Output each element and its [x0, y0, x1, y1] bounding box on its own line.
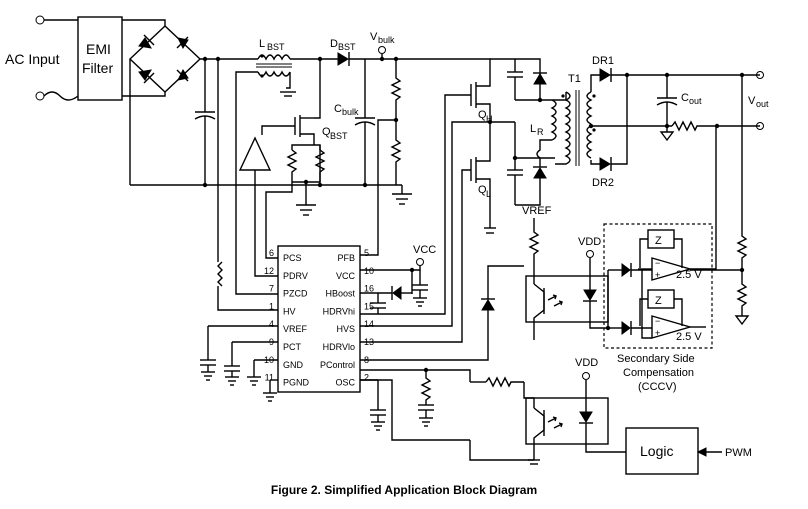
- svg-text:+: +: [655, 270, 660, 280]
- ic-pin-name-right: VCC: [336, 271, 356, 281]
- emi-label: EMI: [86, 41, 111, 57]
- ic-pin-number-right: 5: [364, 248, 369, 258]
- ic-pin-number-left: 4: [269, 319, 274, 329]
- vout-minus-terminal: [756, 122, 764, 130]
- ic-pin-name-left: GND: [283, 360, 304, 370]
- ic-pin-number-right: 16: [364, 284, 374, 294]
- ac-input-terminals: [35, 15, 79, 101]
- secondary-line-1: Secondary Side: [617, 353, 695, 365]
- ic-pin-number-left: 12: [264, 266, 274, 276]
- qbst-sub: BST: [330, 131, 348, 141]
- bridge-rectifier: [128, 25, 202, 93]
- lbst-label: L: [259, 38, 265, 50]
- dr2-label: DR2: [592, 177, 614, 189]
- vout-plus-terminal: [756, 71, 764, 79]
- vcc-label: VCC: [413, 244, 436, 256]
- ic-pin-name-right: HDRVhi: [323, 306, 355, 316]
- ic-pin-name-left: VREF: [283, 324, 308, 334]
- ql-sub: L: [486, 189, 491, 199]
- ic-pin-number-left: 11: [265, 373, 274, 383]
- ic-pin-number-right: 13: [364, 337, 374, 347]
- svg-text:−: −: [655, 258, 660, 268]
- ic-pin-number-right: 14: [364, 319, 374, 329]
- opamp-lower: [651, 315, 693, 339]
- svg-text:−: −: [655, 316, 660, 326]
- ic-pin-number-right: 2: [364, 373, 369, 383]
- lr-sub: R: [537, 127, 544, 137]
- vout-label: V: [748, 95, 756, 107]
- pwm-label: PWM: [725, 447, 752, 459]
- ic-pin-number-right: 10: [364, 266, 374, 276]
- secondary-compensation-box: [603, 223, 713, 349]
- controller-ic: [277, 245, 361, 393]
- ql-mosfet: [360, 155, 491, 343]
- cout-sub: out: [689, 96, 702, 106]
- cbulk-sub: bulk: [342, 107, 359, 117]
- t1-label: T1: [568, 73, 581, 85]
- vdd-top-label: VDD: [578, 236, 601, 248]
- emi-filter-box: [77, 16, 123, 101]
- filter-label: Filter: [82, 60, 113, 76]
- cbulk-label: C: [334, 103, 342, 115]
- vbulk-terminal: [378, 46, 386, 54]
- logic-block: [625, 427, 699, 475]
- ic-pin-name-left: PCT: [283, 342, 302, 352]
- transformer-t1: [552, 90, 596, 166]
- ic-pin-number-left: 1: [269, 301, 274, 311]
- vbulk-sub: bulk: [378, 35, 395, 45]
- logic-label: Logic: [640, 443, 673, 459]
- qbst-mosfet: [261, 115, 315, 145]
- ic-pin-name-left: PDRV: [283, 271, 308, 281]
- ref-upper-label: 2.5 V: [676, 269, 702, 281]
- ac-input-label: AC Input: [5, 51, 60, 67]
- cout-label: C: [681, 92, 689, 104]
- ic-pin-name-right: HDRVlo: [323, 342, 355, 352]
- ic-pin-name-right: OSC: [335, 378, 355, 388]
- lr-label: L: [530, 123, 536, 135]
- gate-driver-triangle: [238, 136, 272, 171]
- qh-label: Q: [478, 109, 487, 121]
- ic-pin-name-right: HBoost: [325, 289, 355, 299]
- ic-pin-name-left: HV: [283, 306, 296, 316]
- qh-sub: H: [486, 114, 493, 124]
- z-upper-label: Z: [655, 235, 662, 247]
- ic-pin-name-right: PControl: [320, 360, 355, 370]
- optocoupler-2: [525, 397, 609, 445]
- secondary-line-3: (CCCV): [638, 381, 677, 393]
- ic-pin-name-left: PCS: [283, 253, 302, 263]
- ic-pin-name-left: PGND: [283, 378, 310, 388]
- ic-pin-name-left: PZCD: [283, 289, 308, 299]
- figure-caption: Figure 2. Simplified Application Block D…: [270, 483, 538, 497]
- ic-pin-number-left: 6: [269, 248, 274, 258]
- vbulk-label: V: [370, 31, 378, 43]
- vcc-terminal: [416, 258, 424, 266]
- svg-text:+: +: [655, 328, 660, 338]
- vdd-terminal-2: [582, 372, 590, 380]
- qh-mosfet: [360, 80, 491, 315]
- dbst-label: D: [330, 38, 338, 50]
- ql-label: Q: [478, 184, 487, 196]
- vout-sub: out: [756, 99, 769, 109]
- dr1-label: DR1: [592, 55, 614, 67]
- vref-label: VREF: [522, 205, 552, 217]
- boost-diode: [337, 52, 349, 66]
- ic-pin-name-right: HVS: [336, 324, 355, 334]
- qbst-label: Q: [322, 126, 331, 138]
- ic-pin-number-left: 7: [269, 284, 274, 294]
- boost-inductor: [256, 54, 292, 77]
- secondary-line-2: Compensation: [623, 367, 694, 379]
- z-lower-label: Z: [655, 295, 662, 307]
- lbst-sub: BST: [267, 42, 285, 52]
- vdd-terminal-1: [586, 250, 594, 258]
- vdd-bottom-label: VDD: [575, 357, 598, 369]
- ref-lower-label: 2.5 V: [676, 331, 702, 343]
- dbst-sub: BST: [338, 42, 356, 52]
- ic-pin-number-right: 15: [364, 301, 374, 311]
- ic-pin-name-right: PFB: [337, 253, 355, 263]
